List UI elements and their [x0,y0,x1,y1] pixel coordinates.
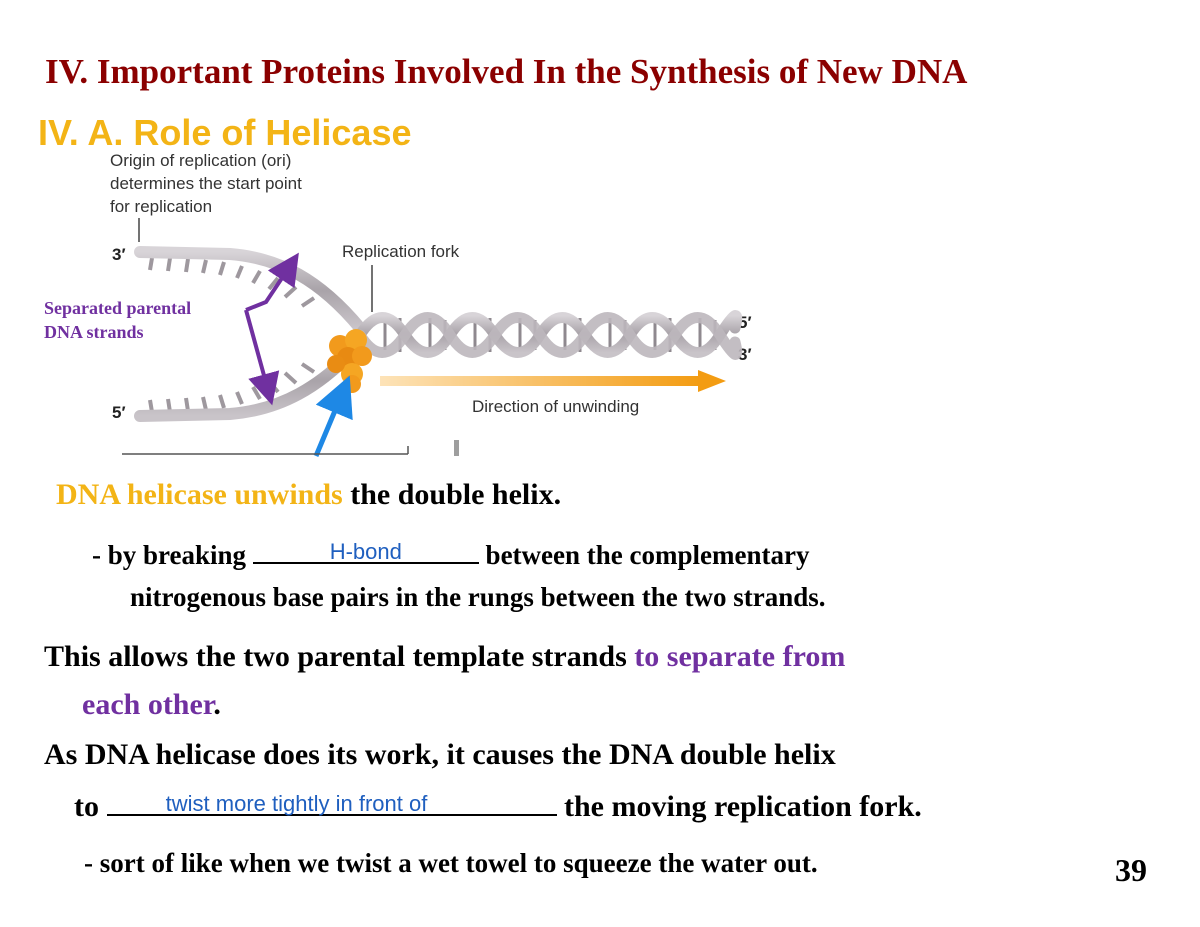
direction-arrow-head [698,370,726,392]
prime-top-left: 3′ [112,245,126,264]
origin-label-line1: Origin of replication (ori) [110,151,291,170]
breaking-line: - by breaking H-bond between the complem… [92,536,809,571]
breaking-prefix: - by breaking [92,540,253,570]
twist-blank: twist more tightly in front of [106,788,557,816]
origin-label-line3: for replication [110,197,212,216]
twist-suffix: the moving replication fork. [556,790,922,823]
prime-bottom-left: 5′ [112,403,126,422]
replication-fork-diagram: Origin of replication (ori) determines t… [110,151,752,457]
separation-prefix: This allows the two parental template st… [44,640,635,673]
each-other-suffix: . [213,688,221,721]
base-pairs-line: nitrogenous base pairs in the rungs betw… [130,582,826,612]
each-other-highlight: each other [82,688,214,721]
each-other-line: each other. [82,688,221,722]
helicase-enzyme [327,329,372,393]
separated-strands-label: Separated parental DNA strands [44,296,191,345]
twist-answer: twist more tightly in front of [165,791,428,816]
breaking-suffix: between the complementary [478,540,810,570]
separated-label-line2: DNA strands [44,322,144,343]
fork-label: Replication fork [342,242,460,261]
divider-mark [454,440,459,456]
hbond-answer: H-bond [329,539,402,564]
bracket-line [122,446,409,455]
helicase-statement-rest: the double helix. [342,478,562,511]
twist-intro-line: As DNA helicase does its work, it causes… [44,738,836,771]
double-helix [354,310,743,360]
twist-prefix: to [74,790,107,823]
separation-highlight: to separate from [634,640,846,673]
bottom-parental-strand [134,338,366,422]
slide-subtitle: IV. A. Role of Helicase [38,112,412,153]
towel-analogy-line: - sort of like when we twist a wet towel… [84,848,818,878]
origin-label-line2: determines the start point [110,174,302,193]
direction-label: Direction of unwinding [472,397,639,416]
slide-title: IV. Important Proteins Involved In the S… [45,52,968,91]
direction-arrow-shaft [380,376,700,386]
twist-line: to twist more tightly in front of the mo… [74,788,922,824]
helicase-highlight: DNA helicase unwinds [56,478,343,511]
separated-label-line1: Separated parental [44,298,192,318]
separation-line: This allows the two parental template st… [44,640,845,674]
helicase-statement: DNA helicase unwinds the double helix. [56,478,561,512]
hbond-blank: H-bond [252,536,479,564]
separated-strands-arrows [244,252,299,406]
page-number: 39 [1115,852,1147,888]
helicase-pointer-arrow [313,375,353,457]
